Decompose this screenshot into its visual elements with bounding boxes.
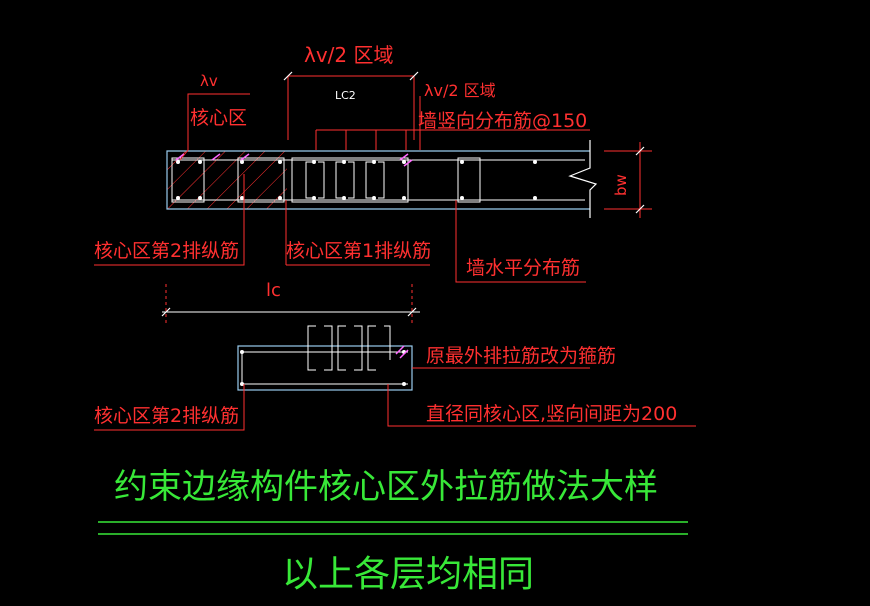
- stirrup: [237, 157, 285, 203]
- lambda-v2-zone-right-label: λv/2 区域: [424, 81, 496, 100]
- stirrup: [171, 157, 205, 203]
- wall-section-lower: [237, 325, 413, 391]
- lower-leaders: [94, 367, 696, 431]
- dim-ticks: [283, 71, 645, 214]
- lambda-v2-zone-top-label: λv/2 区域: [304, 43, 394, 67]
- upper-leaders: [94, 75, 652, 283]
- lc-dimension: [161, 284, 420, 326]
- wall-vertical-rebar-label: 墙竖向分布筋@150: [418, 110, 587, 132]
- tie-highlights: [175, 153, 413, 167]
- break-line: [568, 140, 598, 218]
- lc2-label: LC2: [335, 89, 356, 102]
- lc-label: lc: [266, 280, 281, 301]
- lower-outline: [237, 345, 413, 391]
- diameter-spacing-label: 直径同核心区,竖向间距为200: [426, 403, 677, 425]
- drawing-title: 约束边缘构件核心区外拉筋做法大样: [114, 467, 658, 507]
- title-underline: [98, 521, 688, 535]
- wall-horizontal-rebar-label: 墙水平分布筋: [466, 257, 580, 279]
- rebar-dots: [176, 160, 537, 200]
- lambda-v-label: λv: [200, 72, 218, 90]
- core-2nd-row-upper-label: 核心区第2排纵筋: [94, 240, 239, 262]
- drawing-subtitle: 以上各层均相同: [282, 554, 534, 595]
- stirrup-lambda-zone: [291, 157, 409, 203]
- lower-ties: [307, 325, 391, 371]
- wall-section-upper: [166, 140, 598, 218]
- tie-bars: [305, 161, 385, 199]
- core-zone-label: 核心区: [190, 107, 247, 129]
- core-2nd-row-lower-label: 核心区第2排纵筋: [94, 405, 239, 427]
- wall-outline: [166, 150, 590, 210]
- stirrup: [457, 157, 481, 203]
- outer-tie-label: 原最外排拉筋改为箍筋: [426, 345, 616, 367]
- core-zone-hatch: [167, 151, 287, 209]
- bw-label: bw: [612, 174, 630, 196]
- core-1st-row-label: 核心区第1排纵筋: [286, 240, 431, 262]
